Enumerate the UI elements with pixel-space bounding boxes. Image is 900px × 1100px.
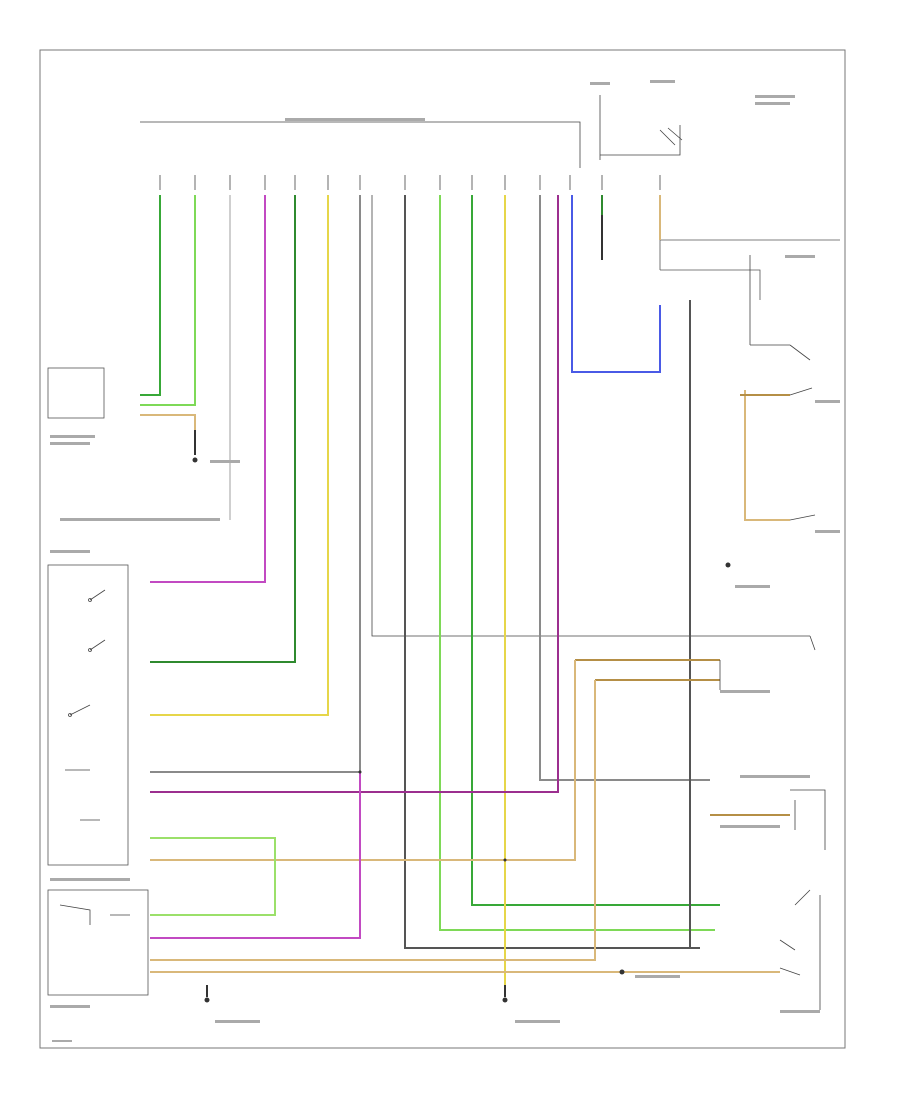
top-fuse-feed [599,95,681,160]
fuse-box-outline [659,239,840,300]
wire-green-4 [471,195,720,906]
connector-row [159,175,661,190]
switch-contacts [59,589,130,925]
wire-tan-1 [140,414,196,440]
relay-switch [659,127,683,146]
wire-green-3 [439,195,715,931]
component-bottom-left [47,889,149,996]
wire-tan-6 [150,680,596,961]
wire-gray-2 [371,195,810,637]
wire-yellow-1 [150,195,329,716]
component-headlight-switch [47,564,129,866]
component-left-top [47,367,105,419]
wire-dark-gray-1 [404,195,700,949]
wire-lime-1 [150,837,276,916]
wire-purple-1 [150,195,559,793]
wire-green-2 [140,195,196,406]
fuse-box-right [749,255,790,346]
wire-dark-green-1 [150,195,296,663]
ground-stubs [194,215,603,997]
wire-tan-5 [150,660,576,861]
right-switches [719,344,826,1010]
wire-green-1 [140,195,161,396]
wire-violet-2 [150,772,361,939]
ground-points [192,457,731,1003]
wire-violet-1 [150,195,266,583]
diagram-frame [39,49,846,1049]
wire-tan-3 [744,390,790,521]
label-marks [50,80,840,1042]
wire-gray-3 [539,195,710,781]
wire-blue-1 [571,195,661,373]
top-bus-wire [140,121,581,168]
